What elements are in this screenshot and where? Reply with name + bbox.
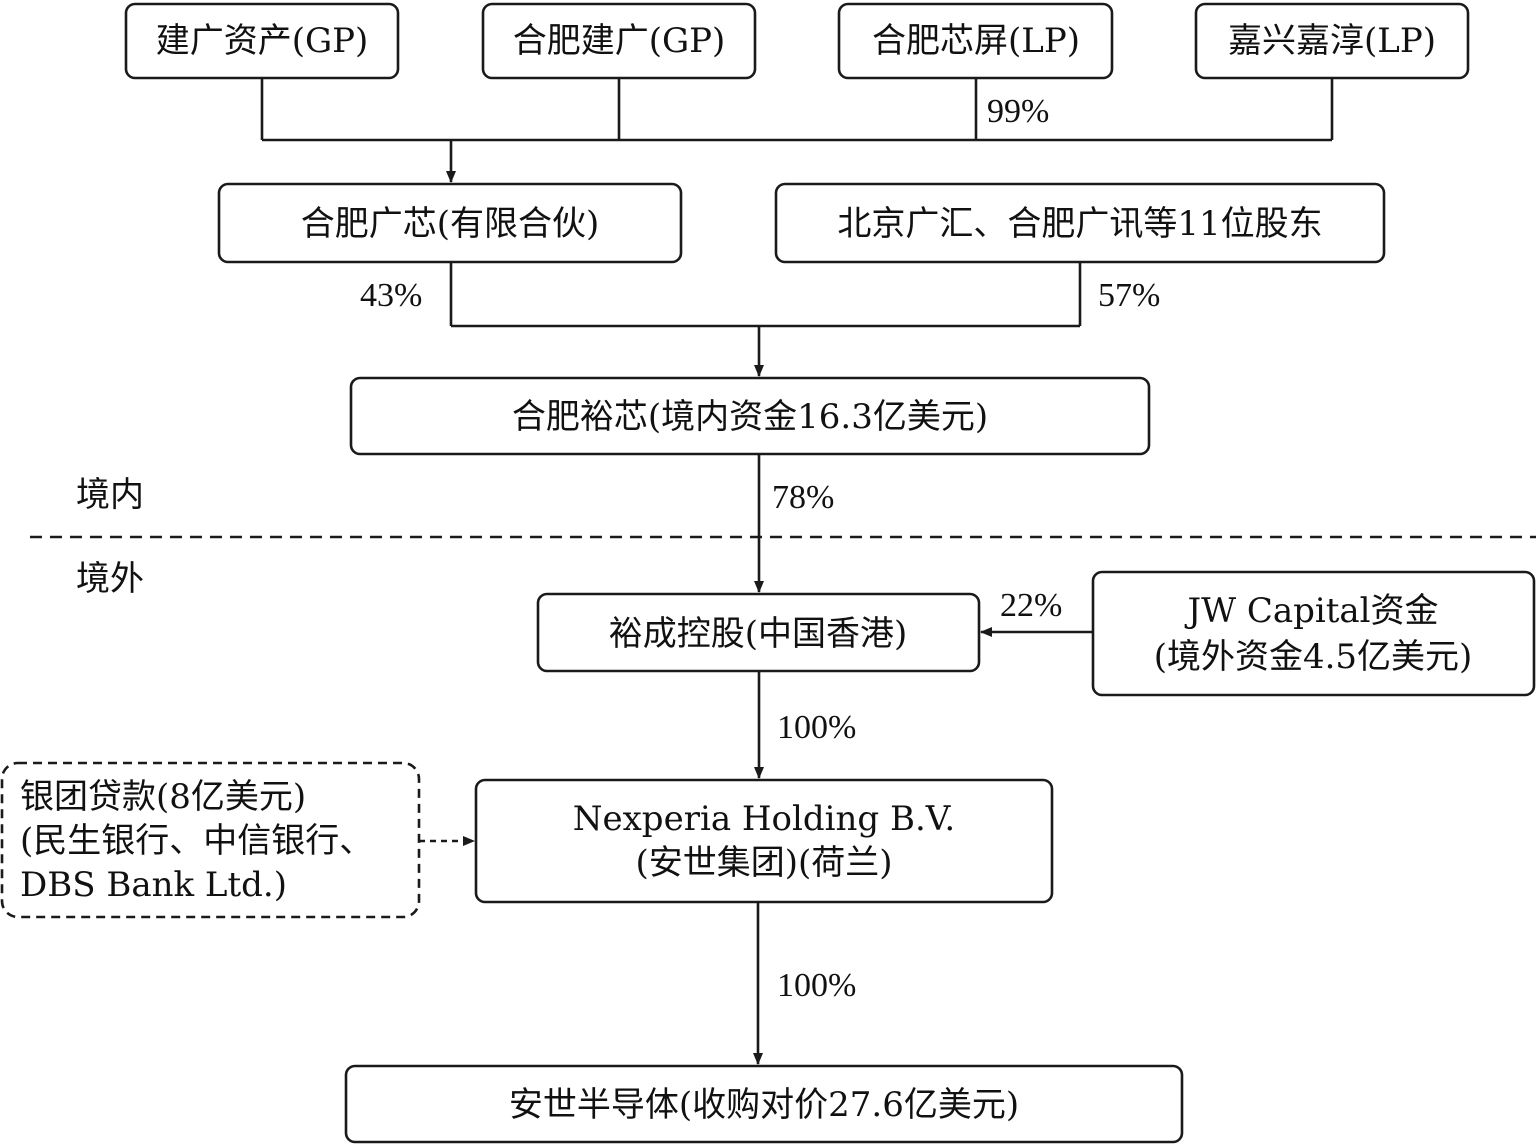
pct-yuxin-stake: 78%	[772, 479, 834, 516]
node-label: 合肥芯屏(LP)	[872, 21, 1080, 61]
node-label-line2: (民生银行、中信银行、	[20, 821, 373, 861]
node-label-line2: (境外资金4.5亿美元)	[1154, 637, 1473, 677]
region-overseas-label: 境外	[76, 559, 144, 599]
node-label: 北京广汇、合肥广讯等11位股东	[837, 204, 1322, 244]
node-label: 嘉兴嘉淳(LP)	[1228, 21, 1436, 61]
node-hefei-guangxin: 合肥广芯(有限合伙)	[217, 182, 683, 264]
node-jiaxing-jiachun: 嘉兴嘉淳(LP)	[1194, 2, 1470, 80]
pct-nexperia-to-anshi: 100%	[777, 967, 856, 1004]
node-label: 安世半导体(收购对价27.6亿美元)	[509, 1085, 1019, 1125]
node-label: 合肥裕芯(境内资金16.3亿美元)	[512, 397, 988, 437]
node-hefei-xinping: 合肥芯屏(LP)	[837, 2, 1114, 80]
node-jw-capital: JW Capital资金 (境外资金4.5亿美元)	[1091, 570, 1536, 697]
pct-yucheng-to-nexperia: 100%	[777, 709, 856, 746]
pct-others-stake: 57%	[1098, 277, 1160, 314]
node-hefei-yuxin: 合肥裕芯(境内资金16.3亿美元)	[349, 376, 1151, 456]
node-anshi-semiconductor: 安世半导体(收购对价27.6亿美元)	[344, 1064, 1184, 1144]
node-label: 裕成控股(中国香港)	[609, 614, 908, 654]
node-nexperia: Nexperia Holding B.V. (安世集团)(荷兰)	[474, 778, 1054, 904]
pct-jw-stake: 22%	[1000, 587, 1062, 624]
pct-guangxin-stake: 43%	[360, 277, 422, 314]
connector-second-row	[449, 262, 1082, 377]
connector-top-row	[260, 78, 1334, 183]
node-other-shareholders: 北京广汇、合肥广讯等11位股东	[774, 182, 1386, 264]
region-domestic-label: 境内	[76, 475, 144, 515]
node-label: 合肥广芯(有限合伙)	[301, 204, 600, 244]
node-yucheng-holding: 裕成控股(中国香港)	[536, 592, 981, 673]
node-label: 合肥建广(GP)	[513, 21, 726, 61]
node-label-line3: DBS Bank Ltd.)	[20, 865, 287, 905]
node-jianguang-assets: 建广资产(GP)	[124, 2, 400, 80]
node-label: 建广资产(GP)	[156, 21, 369, 61]
node-label-line1: 银团贷款(8亿美元)	[20, 777, 306, 817]
node-label-line1: JW Capital资金	[1184, 591, 1438, 631]
node-bank-loan: 银团贷款(8亿美元) (民生银行、中信银行、 DBS Bank Ltd.)	[0, 761, 421, 919]
node-hefei-jianguang: 合肥建广(GP)	[481, 2, 757, 80]
pct-xinping-stake: 99%	[987, 93, 1049, 130]
node-label-line1: Nexperia Holding B.V.	[573, 799, 955, 839]
node-label-line2: (安世集团)(荷兰)	[635, 843, 892, 883]
